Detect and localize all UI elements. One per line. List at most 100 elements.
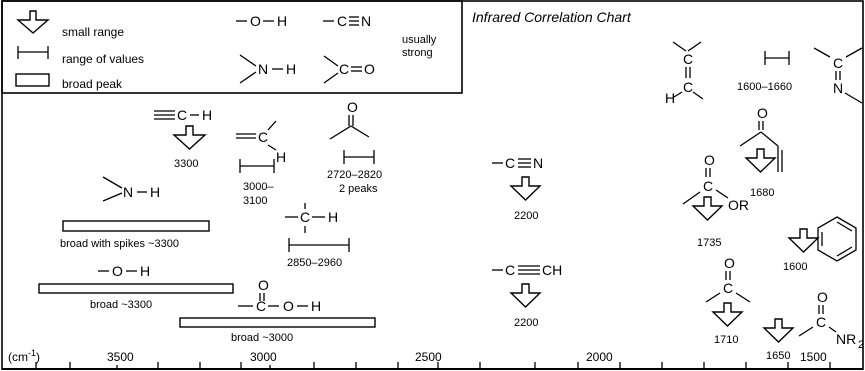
tick-label-3000: 3000 xyxy=(250,350,277,364)
conjugated-ketone-group: O 1680 xyxy=(739,105,783,199)
broad-peak-icon xyxy=(15,73,50,87)
amide-label-1650: 1650 xyxy=(766,350,790,362)
svg-text:H: H xyxy=(202,107,212,123)
aldehyde-ch-group: O 2720–2820 2 peaks xyxy=(327,99,382,195)
svg-text:N: N xyxy=(533,155,543,171)
svg-text:H: H xyxy=(276,149,286,165)
alcohol-oh-broad-peak xyxy=(38,283,234,294)
aromatic-group: 1600 xyxy=(783,216,857,273)
alkane-ch-label: 2850–2960 xyxy=(287,257,342,269)
alkyne-cc-group: C CH 2200 xyxy=(492,262,562,329)
svg-text:OR: OR xyxy=(728,197,749,213)
alkene-cc-label: 1600–1660 xyxy=(737,81,792,93)
acid-oh-label: broad ~3000 xyxy=(231,332,293,344)
axis-unit-label: (cm-1) xyxy=(8,348,40,364)
svg-text:N: N xyxy=(361,13,371,29)
svg-text:NR: NR xyxy=(836,331,856,347)
legend-oh-structure: O H xyxy=(236,13,287,29)
alkene-cc-range-bar xyxy=(764,51,790,65)
svg-text:O: O xyxy=(283,298,294,314)
tick-label-1500: 1500 xyxy=(800,350,827,364)
tick-label-2500: 2500 xyxy=(415,350,442,364)
nitrile-arrow-icon xyxy=(509,176,542,201)
svg-text:C: C xyxy=(683,51,693,67)
legend-usually: usually xyxy=(402,34,437,46)
svg-text:N: N xyxy=(833,80,843,96)
svg-text:C: C xyxy=(337,13,347,29)
legend-carbonyl-structure: C O xyxy=(323,55,375,84)
svg-text:O: O xyxy=(258,277,269,293)
svg-text:H: H xyxy=(140,263,150,279)
axis-ticks xyxy=(35,362,831,369)
ester-arrow-icon xyxy=(691,196,724,221)
legend-box xyxy=(1,0,463,94)
svg-text:C: C xyxy=(300,209,310,225)
aromatic-label: 1600 xyxy=(783,261,807,273)
svg-text:O: O xyxy=(112,263,123,279)
svg-text:O: O xyxy=(724,255,735,271)
tick-label-3500: 3500 xyxy=(107,350,134,364)
legend-broad-peak: broad peak xyxy=(62,77,123,91)
svg-text:H: H xyxy=(328,209,338,225)
nitrile-group: C N 2200 xyxy=(492,155,543,222)
alkyne-ch-arrow-icon xyxy=(172,125,207,150)
alkene-ch-range-bar xyxy=(239,159,275,173)
alkene-ch-label-1: 3000– xyxy=(243,181,274,193)
alkyne-ch-group: C H 3300 xyxy=(154,107,212,170)
amine-nh-label: broad with spikes ~3300 xyxy=(60,238,179,250)
legend: small range range of values broad peak O… xyxy=(1,0,463,94)
alkane-ch-group: C H 2850–2960 xyxy=(285,203,350,269)
alcohol-oh-label: broad ~3300 xyxy=(90,299,152,311)
ketone-arrow-icon xyxy=(711,302,744,327)
legend-range-of-values: range of values xyxy=(62,52,144,66)
chart-title: Infrared Correlation Chart xyxy=(472,9,632,25)
nitrile-label: 2200 xyxy=(514,210,538,222)
svg-text:C: C xyxy=(256,298,266,314)
svg-text:C: C xyxy=(723,280,733,296)
aldehyde-ch-range-bar xyxy=(343,150,375,164)
benzene-ring-icon xyxy=(817,216,857,262)
range-bar-icon xyxy=(17,46,49,59)
alcohol-oh-group: O H broad ~3300 xyxy=(38,263,234,311)
ketone-label: 1710 xyxy=(714,334,738,346)
svg-text:C: C xyxy=(177,107,187,123)
legend-amine-structure: N H xyxy=(239,54,296,84)
svg-text:H: H xyxy=(150,184,160,200)
ester-group: O C OR 1735 xyxy=(682,152,749,249)
svg-text:C: C xyxy=(258,129,268,145)
amide-arrow-icon xyxy=(762,318,795,343)
svg-text:C: C xyxy=(833,55,843,71)
ketone-group: O C 1710 xyxy=(705,255,751,346)
svg-text:O: O xyxy=(364,61,375,77)
svg-text:H: H xyxy=(665,90,675,106)
svg-text:O: O xyxy=(704,152,715,168)
aromatic-arrow-icon xyxy=(787,228,820,253)
svg-text:C: C xyxy=(816,314,826,330)
aldehyde-ch-label-2: 2 peaks xyxy=(339,183,378,195)
imine-group: C N xyxy=(813,47,863,104)
alkene-ch-group: C H 3000– 3100 xyxy=(236,120,286,207)
svg-text:C: C xyxy=(683,79,693,95)
amide-group: 1650 O C NR 2 xyxy=(762,289,864,362)
alkene-ch-label-2: 3100 xyxy=(243,195,267,207)
svg-text:O: O xyxy=(817,289,828,305)
x-axis: (cm-1) 3500 3000 2500 2000 1500 xyxy=(2,348,863,370)
svg-text:H: H xyxy=(286,61,296,77)
svg-text:N: N xyxy=(123,184,133,200)
svg-text:CH: CH xyxy=(542,262,562,278)
svg-text:C: C xyxy=(505,155,515,171)
legend-strong: strong xyxy=(402,47,433,59)
svg-text:C: C xyxy=(505,262,515,278)
alkyne-ch-label: 3300 xyxy=(174,158,198,170)
acid-oh-group: O C O H broad ~3000 xyxy=(179,277,376,344)
svg-text:C: C xyxy=(703,178,713,194)
svg-text:O: O xyxy=(250,13,261,29)
alkyne-cc-arrow-icon xyxy=(509,283,542,308)
small-range-arrow-icon xyxy=(16,10,50,34)
tick-label-2000: 2000 xyxy=(586,350,613,364)
acid-oh-broad-peak xyxy=(179,317,376,328)
svg-text:C: C xyxy=(339,61,349,77)
svg-text:O: O xyxy=(347,99,358,115)
amine-nh-group: N H broad with spikes ~3300 xyxy=(60,176,210,250)
